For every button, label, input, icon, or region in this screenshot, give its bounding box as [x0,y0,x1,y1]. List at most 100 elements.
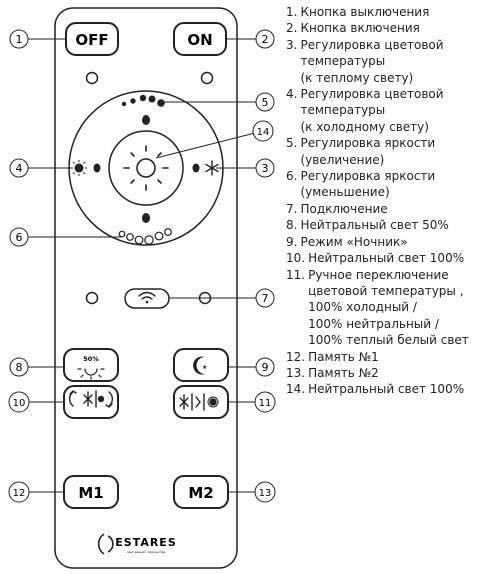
off-button-label: OFF [75,31,108,49]
svg-text:6: 6 [16,231,23,244]
legend-item-line: (к теплому свету) [300,70,414,85]
legend-item-number: 13. [286,365,306,380]
manual-temperature-button[interactable] [173,385,229,419]
legend-item-line: (увеличение) [300,152,385,167]
legend-item-text: Нейтральный свет 100% [308,250,481,266]
legend-item-number: 10. [286,251,306,266]
legend-item-text: Регулировка яркости(уменьшение) [300,168,481,201]
callout-2: 2 [255,29,275,49]
legend-item-text: Нейтральный свет 50% [300,217,481,233]
legend-item-number: 3. [286,37,298,52]
legend-item-text: Регулировка яркости(увеличение) [300,135,481,168]
neutral-50-button[interactable]: 50% [63,348,119,382]
legend-item-line: 100% теплый белый свет [308,333,469,348]
legend-item-line: Нейтральный свет 50% [300,218,449,233]
legend-item: 14.Нейтральный свет 100% [286,381,481,397]
callout-10: 10 [8,391,30,413]
svg-text:1: 1 [16,33,23,46]
legend-item: 7.Подключение [286,201,481,217]
svg-text:12: 12 [13,488,26,499]
brand-name: ESTARES [115,536,177,549]
legend-item-line: (к холодному свету) [300,119,429,134]
legend-item-line: Регулировка цветовой [300,37,444,52]
legend-item-line: Нейтральный свет 100% [308,251,465,266]
legend-item: 8.Нейтральный свет 50% [286,217,481,233]
memory-2-button[interactable]: M2 [173,475,229,509]
legend-item-number: 5. [286,136,298,151]
callout-9: 9 [255,357,275,377]
wifi-icon [138,291,156,304]
callout-6: 6 [9,227,29,247]
callout-14: 14 [252,120,274,142]
legend-item: 9.Режим «Ночник» [286,234,481,250]
legend-item: 2.Кнопка включения [286,20,481,36]
legend-item-number: 2. [286,21,298,36]
legend-item-number: 12. [286,349,306,364]
memory-1-label: M1 [78,484,103,502]
legend-item-line: Память №1 [308,349,379,364]
legend-item-text: Режим «Ночник» [300,234,481,250]
brightness-down-button[interactable] [142,213,150,223]
callout-1: 1 [9,29,29,49]
moon-icon: ★ [193,356,207,375]
legend-item-number: 6. [286,169,298,184]
svg-text:11: 11 [259,398,272,409]
legend-item-line: Память №2 [308,365,379,380]
legend-item: 6.Регулировка яркости(уменьшение) [286,168,481,201]
callout-3: 3 [255,158,275,178]
svg-text:7: 7 [262,292,269,305]
callout-11: 11 [254,391,276,413]
legend-item-text: Нейтральный свет 100% [308,381,481,397]
legend-item-line: 100% холодный / [308,300,417,315]
svg-text:8: 8 [16,361,23,374]
center-neutral-button[interactable] [108,130,184,206]
legend-item-number: 1. [286,5,298,19]
brightness-up-icon [121,94,165,107]
callout-lines [28,38,256,493]
legend-item-line: Ручное переключение [308,267,449,282]
legend-item-line: 100% нейтральный / [308,316,439,331]
svg-text:4: 4 [16,162,23,175]
legend-item-number: 9. [286,234,298,249]
neutral-100-button[interactable] [63,385,119,419]
warm-light-button[interactable] [93,163,101,173]
snowflake-icon [205,160,219,176]
legend-item: 10.Нейтральный свет 100% [286,250,481,266]
legend-item-number: 7. [286,201,298,216]
cold-light-button[interactable] [192,163,200,173]
memory-1-button[interactable]: M1 [63,475,119,509]
svg-text:3: 3 [262,162,269,175]
on-button[interactable]: ON [173,22,227,56]
connect-button[interactable] [124,288,170,309]
svg-text:5: 5 [262,96,269,109]
callout-7: 7 [255,288,275,308]
svg-text:2: 2 [262,33,269,46]
svg-text:14: 14 [257,127,270,138]
callout-13: 13 [254,481,276,503]
legend-item: 12.Память №1 [286,349,481,365]
indicator-led-right [200,71,214,85]
memory-2-label: M2 [188,484,213,502]
legend-item-text: Память №1 [308,349,481,365]
legend-item-text: Память №2 [308,365,481,381]
indicator-led-left [85,71,99,85]
legend-item-line: Регулировка яркости [300,136,436,151]
legend-item: 1.Кнопка выключения [286,4,481,20]
night-mode-button[interactable]: ★ [173,348,229,382]
legend-item-number: 8. [286,218,298,233]
off-button[interactable]: OFF [65,22,119,56]
cycle-temperature-icon [69,390,113,408]
callout-5: 5 [255,92,275,112]
svg-text:13: 13 [259,488,272,499]
brand-tagline: свет вашего творчества [127,550,166,554]
svg-text:★: ★ [202,364,207,371]
legend-item-line: Кнопка выключения [300,5,430,19]
legend-item-number: 11. [286,267,306,282]
brightness-up-button[interactable] [142,115,150,125]
